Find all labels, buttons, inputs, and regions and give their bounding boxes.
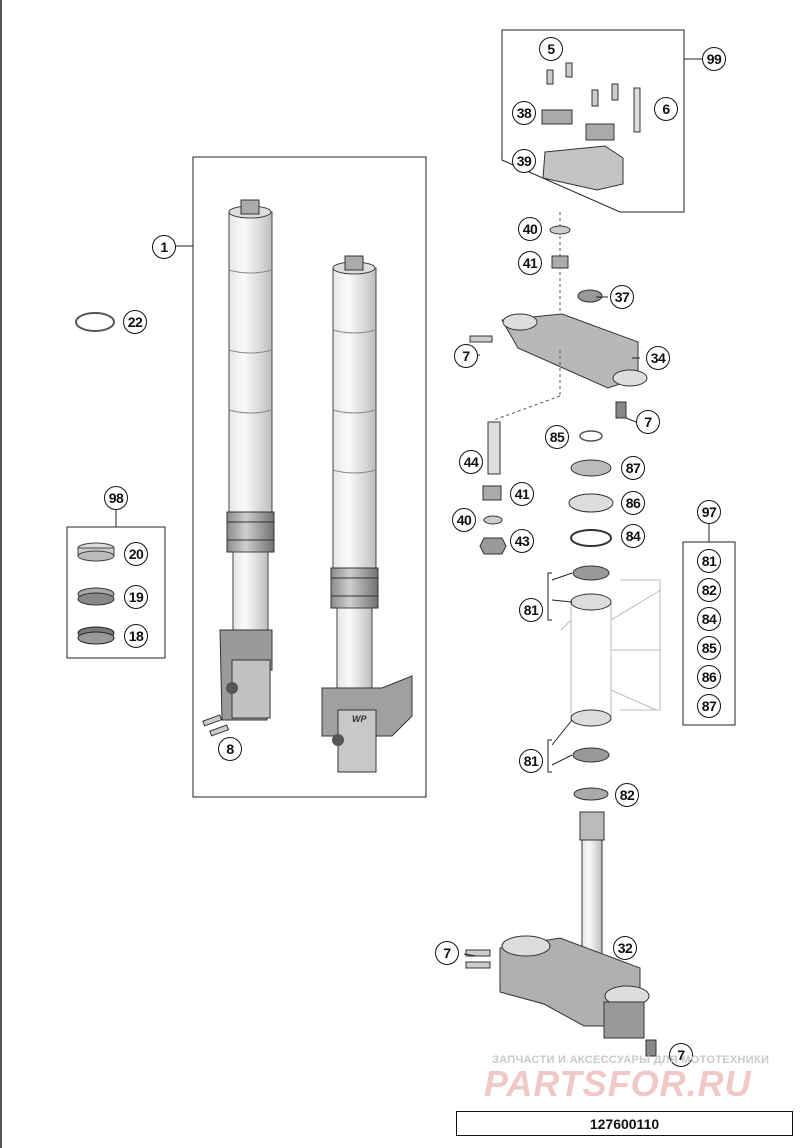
callout-39: 39 [512, 149, 536, 173]
seal-82 [573, 787, 609, 801]
watermark-logo: PARTSFOR.RU [484, 1063, 752, 1104]
callout-97: 97 [697, 500, 721, 524]
callout-41-lower: 41 [510, 482, 534, 506]
callout-44: 44 [459, 450, 483, 474]
callout-38: 38 [512, 101, 536, 125]
callout-8: 8 [218, 737, 242, 761]
kit-97-item-84: 84 [697, 607, 721, 631]
callout-41-upper: 41 [518, 251, 542, 275]
lower-triple-clamp [465, 811, 657, 1057]
fork-group-frame [192, 156, 427, 798]
kit-97-item-81: 81 [697, 549, 721, 573]
kit-97-item-82: 82 [697, 578, 721, 602]
steering-nut-hardware [479, 485, 507, 555]
callout-87: 87 [621, 456, 645, 480]
callout-81-upper: 81 [519, 598, 543, 622]
callout-32: 32 [613, 936, 637, 960]
callout-81-lower: 81 [519, 749, 543, 773]
kit-97-item-85: 85 [697, 636, 721, 660]
callout-6: 6 [654, 97, 678, 121]
callout-99: 99 [702, 47, 726, 71]
callout-5: 5 [539, 37, 563, 61]
svg-text:WP: WP [352, 714, 367, 724]
callout-40-upper: 40 [518, 217, 542, 241]
callout-37: 37 [610, 285, 634, 309]
callout-34: 34 [646, 346, 670, 370]
axle-bolts [202, 714, 230, 737]
kit-97-item-87: 87 [697, 694, 721, 718]
callout-20: 20 [124, 542, 148, 566]
right-fork-leg: WP [321, 255, 413, 773]
diagram-part-number: 127600110 [456, 1111, 793, 1136]
seal-ring-22 [75, 312, 115, 332]
steering-bearings-81 [547, 565, 612, 773]
bearing-stack [568, 430, 614, 547]
kit-98-parts [77, 542, 115, 645]
callout-84: 84 [621, 524, 645, 548]
callout-1: 1 [152, 235, 176, 259]
callout-7-upper-left: 7 [454, 344, 478, 368]
callout-86: 86 [621, 491, 645, 515]
left-fork-leg [219, 199, 275, 721]
callout-7-lower-left: 7 [435, 941, 459, 965]
kit-99-frame [501, 29, 685, 213]
kit-97-item-86: 86 [697, 665, 721, 689]
page-left-border [0, 0, 2, 1148]
callout-7-upper-right: 7 [636, 410, 660, 434]
callout-82: 82 [615, 783, 639, 807]
callout-98: 98 [104, 486, 128, 510]
callout-43: 43 [510, 529, 534, 553]
watermark-caption: ЗАПЧАСТИ И АКСЕССУАРЫ ДЛЯ МОТОТЕХНИКИ [492, 1054, 770, 1066]
callout-85: 85 [545, 425, 569, 449]
callout-18: 18 [124, 624, 148, 648]
callout-40-lower: 40 [452, 508, 476, 532]
upper-triple-clamp [469, 212, 648, 475]
callout-22: 22 [123, 310, 147, 334]
callout-7-lower-right: 7 [669, 1043, 693, 1067]
handlebar-clamp-parts [541, 62, 641, 191]
callout-19: 19 [124, 585, 148, 609]
leader-lines [463, 296, 640, 957]
